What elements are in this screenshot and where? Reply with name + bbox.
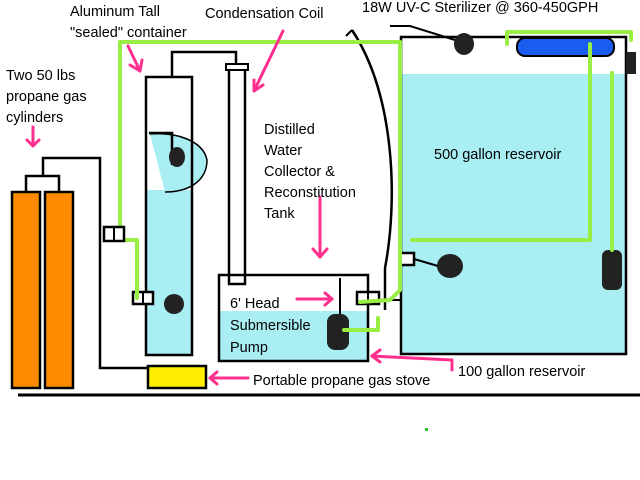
svg-text:cylinders: cylinders — [6, 110, 63, 126]
uv-pump-icon — [602, 250, 622, 290]
svg-text:Distilled: Distilled — [264, 122, 315, 138]
propane-stove — [146, 364, 208, 390]
svg-text:Collector &: Collector & — [264, 164, 335, 180]
main-reservoir — [398, 35, 636, 356]
arrow-cylinders — [25, 125, 41, 148]
uv-feed-arm — [345, 29, 353, 37]
arrow-pump — [295, 291, 334, 307]
reservoir-fitting-pipe — [413, 258, 439, 267]
container-body — [144, 75, 194, 357]
uv-lamp-mount — [626, 52, 636, 74]
svg-text:"sealed" container: "sealed" container — [70, 25, 187, 41]
propane-cylinders-label: Two 50 lbs propane gas cylinders — [6, 68, 87, 126]
stray-dot — [425, 428, 428, 431]
svg-text:6' Head: 6' Head — [230, 296, 280, 312]
arrow-coil — [252, 29, 285, 93]
reservoir-pump-icon — [437, 254, 463, 278]
uv-feed-curve — [350, 29, 394, 269]
reservoir-water — [401, 74, 626, 354]
coil-cap — [225, 63, 249, 71]
green-pipes — [118, 30, 633, 332]
green-container-feed — [118, 238, 139, 300]
arrow-stove — [208, 370, 250, 386]
container-pump-icon — [164, 294, 184, 314]
svg-text:Water: Water — [264, 143, 302, 159]
propane-cylinder-left — [10, 190, 42, 390]
svg-text:Two 50 lbs: Two 50 lbs — [6, 68, 75, 84]
pump-label: 6' Head Submersible Pump — [230, 296, 311, 356]
coil-tube — [227, 64, 247, 286]
uv-sterilizer-label: 18W UV-C Sterilizer @ 360-450GPH — [362, 0, 598, 16]
steam-line — [170, 50, 238, 77]
pointer-arrows — [25, 29, 454, 386]
reservoir-fitting — [398, 251, 416, 267]
collector-pump-icon — [327, 314, 349, 350]
green-collector-out — [342, 316, 380, 332]
green-uv-top — [505, 30, 633, 46]
aluminum-container-label: Aluminum Tall "sealed" container — [70, 4, 187, 41]
small-reservoir-label: 100 gallon reservoir — [458, 364, 586, 380]
propane-cylinder-right — [43, 190, 75, 390]
green-reservoir-bottom — [410, 42, 592, 242]
svg-text:propane gas: propane gas — [6, 89, 87, 105]
svg-text:Reconstitution: Reconstitution — [264, 185, 356, 201]
black-lines — [345, 25, 474, 310]
svg-text:Submersible: Submersible — [230, 318, 311, 334]
condensation-coil — [225, 63, 249, 286]
green-reservoir-link — [358, 40, 402, 304]
svg-text:Tank: Tank — [264, 206, 295, 222]
arrow-aluminum — [126, 44, 144, 73]
cylinder-manifold — [24, 174, 61, 192]
svg-text:Aluminum Tall: Aluminum Tall — [70, 4, 160, 20]
collector-tank-label: Distilled Water Collector & Reconstituti… — [264, 122, 356, 222]
stove-label: Portable propane gas stove — [253, 373, 430, 389]
propane-cylinders — [10, 156, 148, 390]
uv-lamp — [516, 37, 615, 57]
condensation-coil-label: Condensation Coil — [205, 6, 324, 22]
arrow-collector — [311, 195, 329, 259]
uv-top-line — [390, 25, 456, 41]
collector-body — [217, 273, 370, 363]
uv-top-pump-icon — [454, 33, 474, 55]
aluminum-container — [131, 50, 238, 357]
svg-text:Pump: Pump — [230, 340, 268, 356]
main-reservoir-label: 500 gallon reservoir — [434, 147, 562, 163]
arrow-small-reservoir — [370, 348, 454, 372]
float-valve-icon — [169, 147, 185, 167]
container-water — [146, 190, 192, 355]
gas-line — [41, 156, 148, 370]
